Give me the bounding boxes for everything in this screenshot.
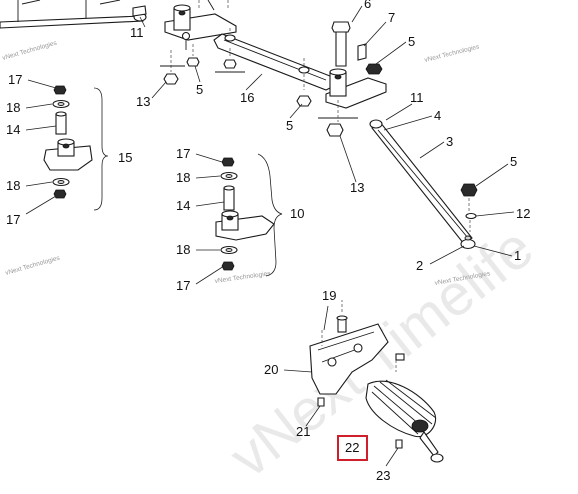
watermark-3: vNext Technologies [214, 270, 271, 285]
callout-4: 4 [434, 108, 441, 123]
callout-13-right: 13 [350, 180, 364, 195]
callout-10: 10 [290, 206, 304, 221]
callout-5-upper-right: 5 [408, 34, 415, 49]
upper-tie-rod [0, 0, 147, 29]
callout-5-upper-left: 5 [196, 82, 203, 97]
left-bushing-kit [43, 85, 109, 211]
callout-1: 1 [514, 248, 521, 263]
callout-13-left: 13 [136, 94, 150, 109]
watermark-2: vNext Technologies [5, 254, 62, 276]
callout-17-left-bottom: 17 [6, 212, 20, 227]
lower-tie-rod [369, 119, 478, 250]
callout-22: 22 [345, 440, 359, 455]
callout-16: 16 [240, 90, 254, 105]
center-bushing-kit [215, 153, 283, 277]
callout-15: 15 [118, 150, 132, 165]
callout-14-left: 14 [6, 122, 20, 137]
callout-6: 6 [364, 0, 371, 11]
watermark-1: vNext Technologies [2, 39, 59, 61]
callout-11-top: 11 [130, 25, 144, 40]
callout-18-center-bottom: 18 [176, 242, 190, 257]
callout-12: 12 [516, 206, 530, 221]
callout-21: 21 [296, 424, 310, 439]
callout-19: 19 [322, 288, 336, 303]
callout-2: 2 [416, 258, 423, 273]
big-watermark-text: vNext Timelife [218, 215, 545, 490]
callout-18-center-top: 18 [176, 170, 190, 185]
center-link [213, 28, 335, 91]
callout-11-right: 11 [410, 90, 424, 105]
background-watermark: vNext Timelife [218, 215, 545, 490]
callout-22-highlight-box [337, 435, 368, 461]
leader-lines [25, 5, 515, 467]
right-idler-assembly [318, 21, 387, 137]
callout-17-center-bottom: 17 [176, 278, 190, 293]
watermark-4: vNext Technologies [424, 43, 481, 64]
upper-nuts [160, 44, 312, 107]
callout-20: 20 [264, 362, 278, 377]
callout-18-left-bottom: 18 [6, 178, 20, 193]
callout-17-left-top: 17 [8, 72, 22, 87]
callout-5-center: 5 [286, 118, 293, 133]
callout-7: 7 [388, 10, 395, 25]
callout-3: 3 [446, 134, 453, 149]
callout-18-left-top: 18 [6, 100, 20, 115]
steering-box-assembly [309, 300, 444, 463]
upper-idler-assembly [164, 0, 237, 50]
callout-17-center-top: 17 [176, 146, 190, 161]
callout-14-center: 14 [176, 198, 190, 213]
callout-23: 23 [376, 468, 390, 483]
callout-5-lower-right: 5 [510, 154, 517, 169]
callout-labels: 11 5 16 13 5 6 7 5 11 4 3 13 5 12 2 1 17… [6, 0, 530, 483]
